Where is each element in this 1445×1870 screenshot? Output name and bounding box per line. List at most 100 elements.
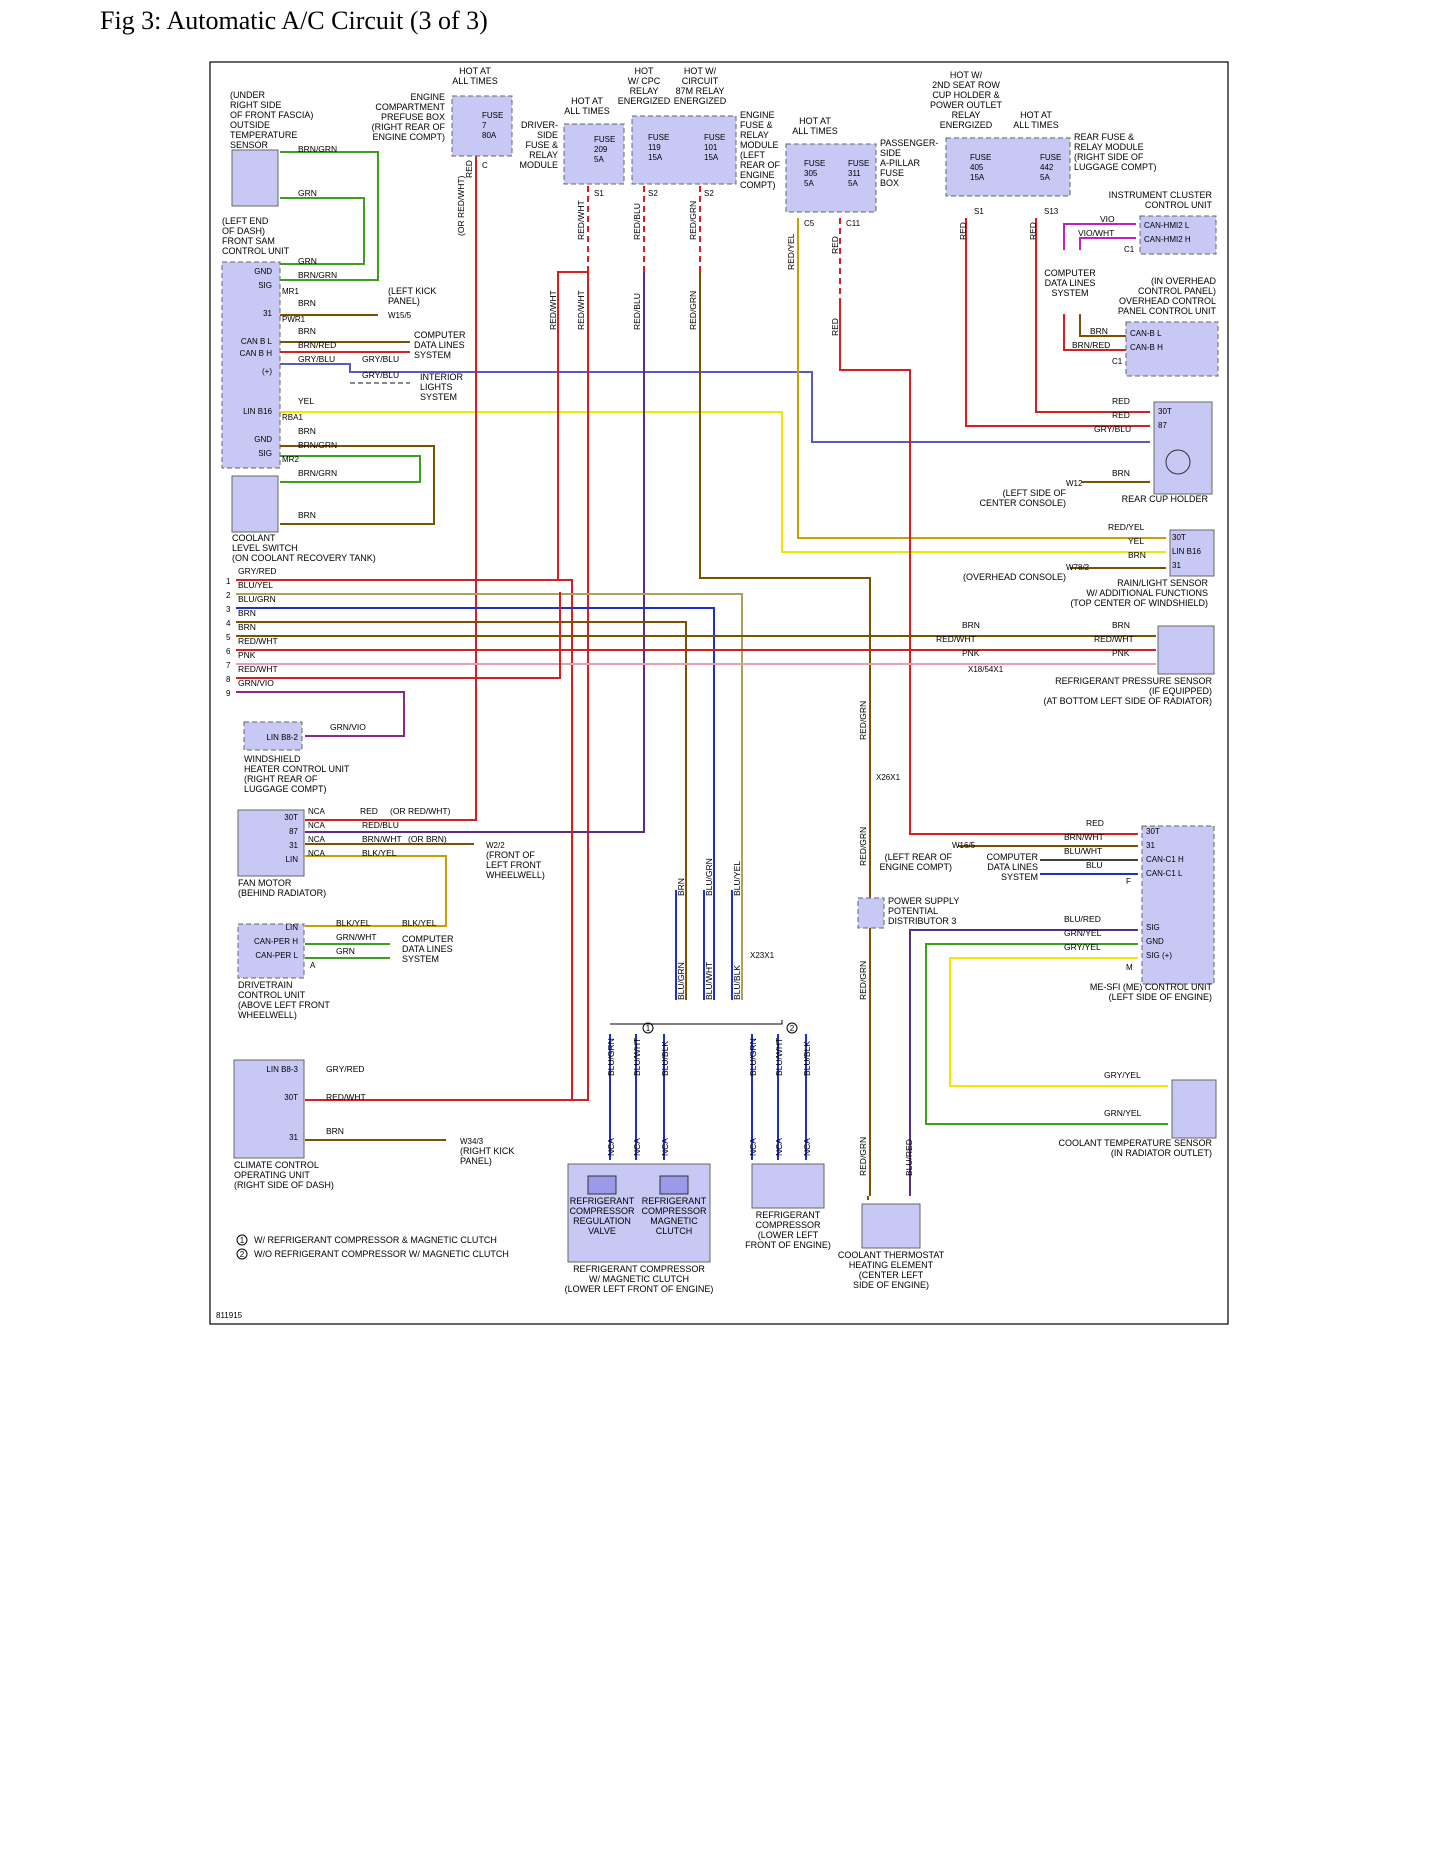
wire-label-brn_grn: BRN/GRN (298, 270, 337, 280)
wire-label-vertical-red_grn: RED/GRN (858, 1137, 868, 1176)
wire-label-vertical-red_wht: RED/WHT (576, 290, 586, 330)
me-label-line: ME-SFI (ME) CONTROL UNIT (1090, 982, 1213, 992)
fuse-amperage: 5A (804, 179, 814, 188)
coolant-temp-label-line: (IN RADIATOR OUTLET) (1111, 1148, 1212, 1158)
wire-label-brn_wht: BRN/WHT (1064, 832, 1104, 842)
hot-label-line: CIRCUIT (682, 76, 719, 86)
hot-label-line: RELAY (630, 86, 659, 96)
wire-red-me (839, 300, 1138, 835)
variant-circle-1 (642, 1022, 654, 1034)
pin-label-cluster: CAN-HMI2 H (1144, 235, 1191, 244)
wire-label-brn: BRN (1090, 326, 1108, 336)
pass-fuse-label-line: FUSE (880, 168, 904, 178)
wire-label-vertical-nca: NCA (660, 1138, 670, 1156)
pin-label-sam: SIG (258, 449, 272, 458)
wire-label-red: RED (1112, 396, 1130, 406)
wire-label-brn_red: BRN/RED (298, 340, 336, 350)
hot-label-line: HOT W/ (950, 70, 983, 80)
climate-label-line: OPERATING UNIT (234, 1170, 310, 1180)
legend-item-1: W/ REFRIGERANT COMPRESSOR & MAGNETIC CLU… (254, 1235, 497, 1245)
hot-label-line: ALL TIMES (1013, 120, 1059, 130)
wire-bus-2 (236, 593, 743, 1000)
wire-lin-b16 (280, 411, 1166, 553)
reg-valve-label-line: REFRIGERANT (570, 1196, 635, 1206)
connector-s2: S2 (704, 189, 714, 198)
pin-label-me: CAN-C1 L (1146, 869, 1183, 878)
connector-s13: S13 (1044, 207, 1059, 216)
left-rear-label-line: ENGINE COMPT) (879, 862, 952, 872)
rear-fuse-label-line: LUGGAGE COMPT) (1074, 162, 1157, 172)
left-rear-label-line: (LEFT REAR OF (885, 852, 953, 862)
driver-fuse-label-line: SIDE (537, 130, 558, 140)
pin-label-sam: CAN B L (241, 337, 273, 346)
pin-label-drivetrain: CAN-PER L (255, 951, 298, 960)
passenger-fuse-box (785, 143, 877, 213)
drivetrain-label-line: CONTROL UNIT (238, 990, 306, 1000)
fan-label-line: FAN MOTOR (238, 878, 292, 888)
wire-label-blu_wht: BLU/WHT (1064, 846, 1102, 856)
wire-fuse209-climate (305, 272, 589, 1101)
outside-temp-label-line: (UNDER (230, 90, 265, 100)
wire-label-brn_grn: BRN/GRN (298, 468, 337, 478)
fuse-amperage: 5A (594, 155, 604, 164)
wire-grn-yel (925, 943, 1168, 1125)
engine-fuse-label-line: ENGINE (740, 170, 775, 180)
wire-label-vertical-or_red_wht: (OR RED/WHT) (456, 175, 466, 236)
cup-holder-motor-icon (1165, 449, 1191, 475)
pressure-label-line: (IF EQUIPPED) (1149, 686, 1212, 696)
pin-label-nca: NCA (308, 807, 326, 816)
wire-label-vertical-red_blu: RED/BLU (632, 293, 642, 330)
rear-cup-label-line: REAR CUP HOLDER (1122, 494, 1209, 504)
pass-fuse-label-line: BOX (880, 178, 899, 188)
fuse-name: FUSE (594, 135, 615, 144)
wire-label-brn: BRN (298, 426, 316, 436)
compressor-plain-label-line: FRONT OF ENGINE) (745, 1240, 831, 1250)
wire-label-red: RED (1086, 818, 1104, 828)
bus-wire-number: 5 (226, 633, 231, 642)
wire-label-grn_vio: GRN/VIO (330, 722, 366, 732)
climate-label-line: (RIGHT SIDE OF DASH) (234, 1180, 334, 1190)
hot-label-line: W/ CPC (628, 76, 661, 86)
hot-label-line: RELAY (952, 110, 981, 120)
outside-temp-label-line: RIGHT SIDE (230, 100, 281, 110)
pin-label-rain: 31 (1172, 561, 1181, 570)
windshield-label-line: HEATER CONTROL UNIT (244, 764, 350, 774)
wire-label-gry_red: GRY/RED (238, 566, 277, 576)
wire-label-gry_yel: GRY/YEL (1104, 1070, 1141, 1080)
fuse-number: 442 (1040, 163, 1054, 172)
rear-fuse-label-line: (RIGHT SIDE OF (1074, 152, 1144, 162)
engine-prefuse-label-line: COMPARTMENT (375, 102, 445, 112)
wire-red-blu-fan (305, 272, 645, 833)
fuse-amperage: 15A (648, 153, 663, 162)
right-kick-label-line: PANEL) (460, 1156, 492, 1166)
wire-label-vertical-red: RED (830, 318, 840, 336)
wire-outside-temp-2 (280, 197, 365, 265)
overhead-control-unit (1125, 321, 1219, 377)
driver-fuse-label-line: MODULE (519, 160, 558, 170)
variant-circle-2 (786, 1022, 798, 1034)
engine-prefuse-label-line: ENGINE COMPT) (372, 132, 445, 142)
mag-clutch-label-line: COMPRESSOR (641, 1206, 707, 1216)
driver-fuse-module (563, 123, 625, 185)
wire-label-vertical-blu_grn: BLU/GRN (676, 962, 686, 1000)
wire-label-brn: BRN (962, 620, 980, 630)
fuse-amperage: 15A (704, 153, 719, 162)
data-lines-label-line: COMPUTER (402, 934, 454, 944)
legend-circle-1 (236, 1234, 248, 1246)
mag-clutch-label-line: REFRIGERANT (642, 1196, 707, 1206)
thermostat-label-line: COOLANT THERMOSTAT (838, 1250, 945, 1260)
pressure-label-line: REFRIGERANT PRESSURE SENSOR (1055, 676, 1212, 686)
wire-label-red_wht: RED/WHT (238, 664, 278, 674)
wire-coolant-level-2 (280, 455, 421, 483)
hot-label-line: HOT AT (1020, 110, 1052, 120)
wire-label-vertical-red_blu: RED/BLU (632, 203, 642, 240)
left-kick-label-line: PANEL) (388, 296, 420, 306)
wire-label-vertical-blu_wht: BLU/WHT (774, 1038, 784, 1076)
hot-label-line: HOT AT (799, 116, 831, 126)
pin-label-sam: (+) (262, 367, 272, 376)
fuse-name: FUSE (704, 133, 725, 142)
wire-fuse7-fan (305, 150, 477, 821)
engine-prefuse-label-line: ENGINE (410, 92, 445, 102)
wire-gry-blu-cup (280, 363, 1150, 443)
left-console-label-line: CENTER CONSOLE) (979, 498, 1066, 508)
